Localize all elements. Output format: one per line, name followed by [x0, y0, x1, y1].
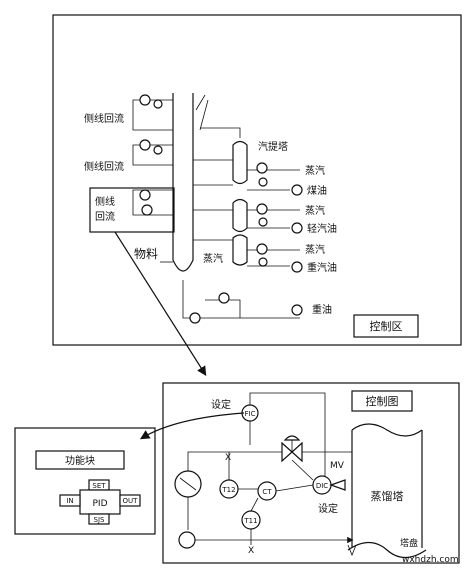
side-reflux-label-1: 侧线回流: [84, 112, 124, 125]
x-label-1: X: [225, 453, 231, 463]
feed-label: 物料: [134, 247, 158, 261]
side-reflux-highlight-box: [89, 187, 175, 233]
side-reflux-loop-3: [132, 189, 173, 216]
control-diagram-frame: [162, 382, 460, 564]
out-port: [119, 494, 141, 507]
control-zone-label: 控制区: [370, 319, 403, 333]
pump: [178, 531, 196, 549]
function-block-frame: [14, 427, 156, 535]
out-label: OUT: [123, 497, 139, 505]
kerosene-label: 煤油: [307, 184, 327, 197]
steam-label-1: 蒸汽: [305, 164, 325, 177]
tray-label: 塔盘: [400, 537, 418, 549]
column-label: 蒸馏塔: [371, 489, 404, 503]
upper-panel-frame: [52, 14, 462, 346]
control-diagram-title-box: [351, 390, 413, 412]
heavy-oil-label: 重油: [312, 303, 332, 316]
t12-label: T12: [221, 486, 235, 494]
side-reflux-label-2: 侧线回流: [84, 160, 124, 173]
mv-label: MV: [330, 461, 345, 471]
light-diesel-label: 轻汽油: [307, 222, 337, 235]
side-reflux-loop-2: [132, 139, 173, 166]
dic-label: DIC: [316, 482, 328, 490]
fic-to-block-arrow: [139, 412, 245, 440]
stripper-label: 汽提塔: [258, 140, 288, 153]
zoom-arrow: [114, 231, 207, 377]
control-diagram-title: 控制图: [366, 394, 399, 408]
pid-label: PID: [92, 499, 107, 509]
in-label: IN: [66, 497, 73, 505]
setpoint-label-1: 设定: [211, 398, 231, 411]
t11-label: T11: [243, 517, 257, 525]
sjs-port: [88, 513, 110, 525]
stripper-lower: [232, 234, 248, 266]
stripper-upper: [232, 140, 248, 185]
steam-label-2: 蒸汽: [305, 204, 325, 217]
function-block-title-box: [35, 450, 125, 470]
sjs-label: SJS: [94, 516, 106, 524]
x-label-2: X: [248, 546, 254, 556]
fic-label: FIC: [245, 410, 256, 418]
set-label: SET: [92, 482, 106, 490]
heavy-diesel-label: 重汽油: [307, 261, 337, 274]
function-block-title: 功能块: [65, 454, 95, 467]
ct-label: CT: [262, 488, 272, 496]
side-reflux-boxed-label-1: 侧线: [95, 195, 115, 208]
main-column: [172, 93, 194, 272]
watermark: wxhdzh.com: [402, 555, 459, 565]
side-reflux-loop-1: [132, 94, 173, 131]
feed-steam-label: 蒸汽: [203, 252, 223, 265]
steam-label-3: 蒸汽: [305, 243, 325, 256]
control-zone-box: [353, 314, 419, 338]
in-port: [59, 494, 81, 507]
stripper-middle: [232, 198, 248, 233]
column-top: [351, 423, 423, 437]
setpoint-label-2: 设定: [318, 502, 338, 515]
side-reflux-boxed-label-2: 回流: [95, 210, 115, 223]
